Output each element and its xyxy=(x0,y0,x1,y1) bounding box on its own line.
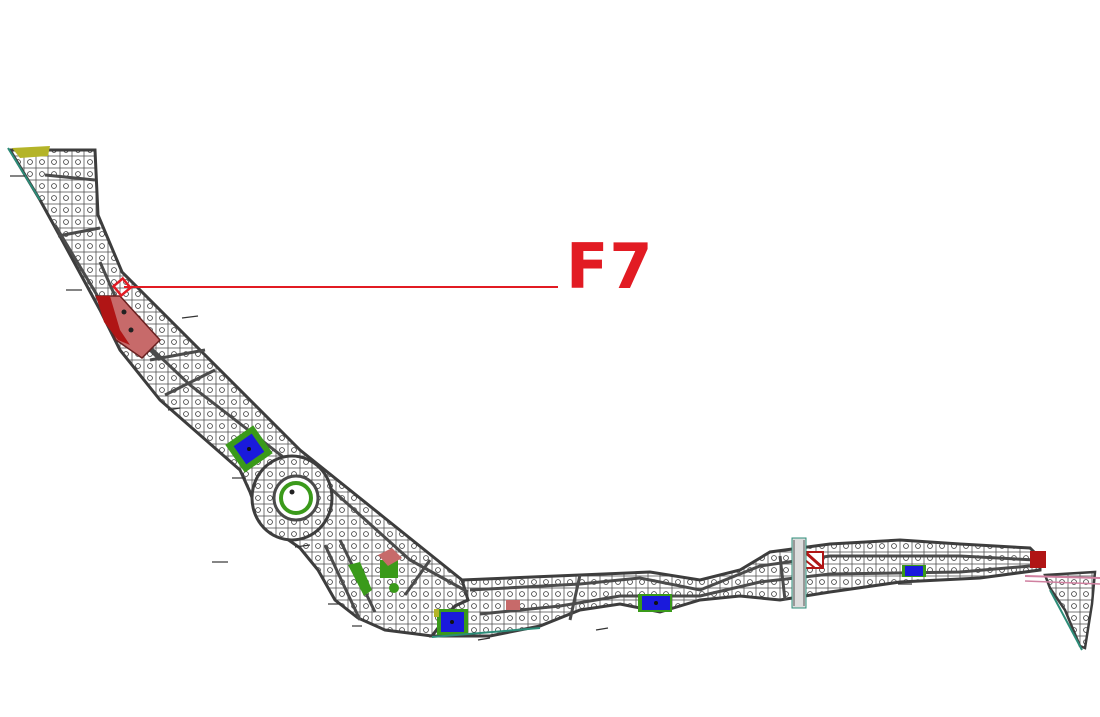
annotation-ticks xyxy=(10,175,912,641)
north-leg-boundary xyxy=(7,148,472,638)
dark-red-east xyxy=(1030,551,1046,568)
highlighted-plot-f7 xyxy=(111,276,133,298)
green-park-wedge xyxy=(348,562,372,596)
amenity-blocks xyxy=(7,146,1083,651)
crossing-roads xyxy=(791,537,1100,609)
plot-label-f7: F7 xyxy=(566,230,654,303)
green-park-block xyxy=(380,560,398,578)
olive-patch xyxy=(12,146,50,158)
red-plot-east xyxy=(506,600,520,610)
roundabout-cluster xyxy=(250,454,334,542)
dark-red-wedge xyxy=(96,296,130,345)
f7-callout xyxy=(111,276,558,298)
roundabout-park xyxy=(279,481,313,515)
